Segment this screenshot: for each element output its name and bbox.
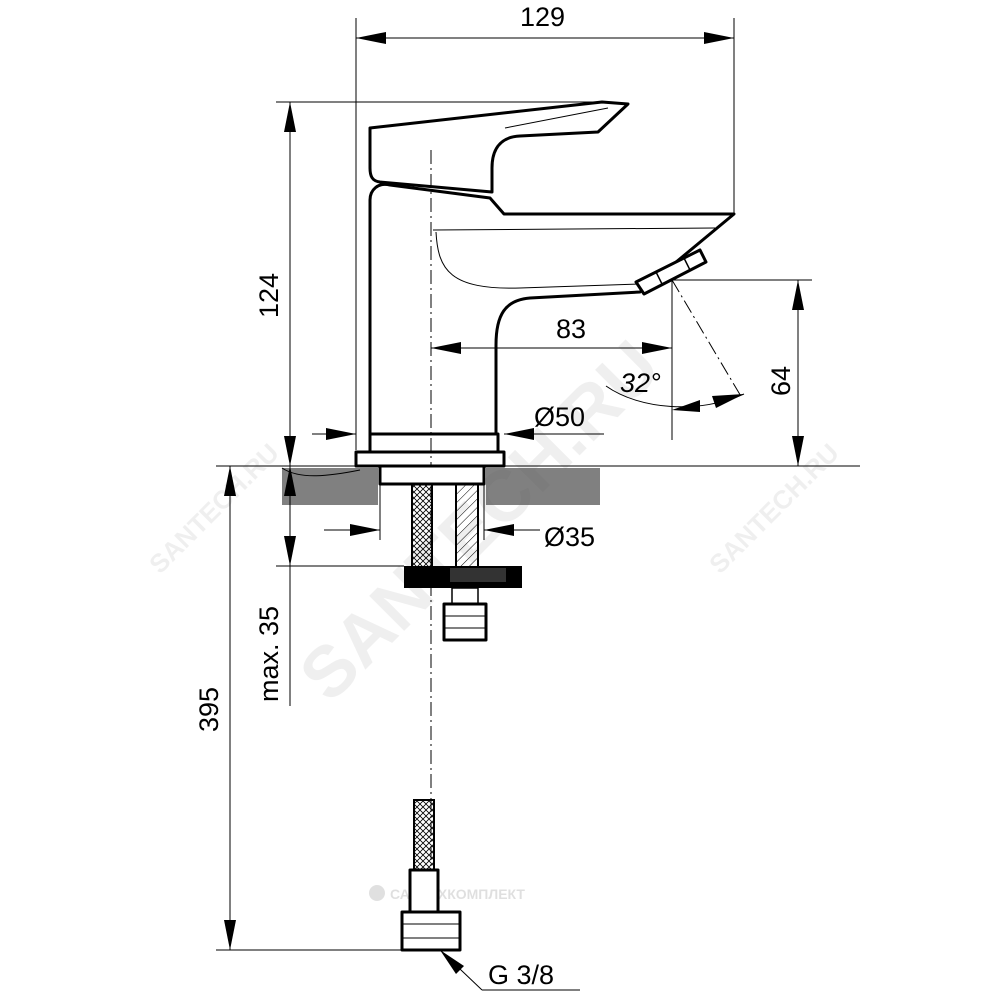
label-395: 395 — [194, 687, 224, 732]
watermark-logo-icon — [369, 885, 385, 901]
mounting-assembly — [378, 464, 522, 642]
threaded-rod — [455, 483, 479, 569]
watermark-left: SANTECH.RU — [143, 438, 285, 580]
label-64: 64 — [766, 366, 796, 396]
base-plate — [354, 450, 506, 468]
label-max35: max. 35 — [254, 606, 284, 702]
hose-connector — [400, 799, 462, 952]
faucet-body — [354, 100, 743, 900]
supply-hose-lower — [413, 799, 435, 871]
fixing-nut — [442, 602, 488, 642]
label-32deg: 32° — [620, 368, 661, 398]
dim-height: 124 — [254, 101, 600, 467]
dim-outlet-height: 64 — [600, 279, 812, 467]
label-83: 83 — [556, 314, 586, 344]
label-d50: Ø50 — [534, 402, 585, 432]
aerator — [634, 248, 708, 296]
supply-hose-upper — [411, 483, 433, 569]
callout-thread: G 3/8 — [439, 949, 580, 991]
base-ring — [368, 432, 500, 454]
dim-overall-width: 129 — [355, 2, 735, 450]
label-124: 124 — [254, 273, 284, 318]
label-g38: G 3/8 — [488, 960, 554, 990]
spout — [368, 182, 736, 436]
spray-axis — [671, 279, 743, 399]
label-129: 129 — [520, 2, 565, 32]
dim-spray-angle: 32° — [605, 280, 745, 440]
lever-handle — [368, 100, 630, 194]
dim-deck-thickness: max. 35 — [254, 466, 404, 706]
watermark-right: SANTECH.RU — [703, 438, 845, 580]
dim-hole-diameter: Ø35 — [324, 484, 595, 552]
dim-spout-reach: 83 — [431, 314, 672, 354]
union-nut — [400, 910, 462, 952]
dim-hose-length: 395 — [194, 465, 402, 951]
label-d35: Ø35 — [544, 522, 595, 552]
dim-base-diameter: Ø50 — [312, 402, 604, 440]
